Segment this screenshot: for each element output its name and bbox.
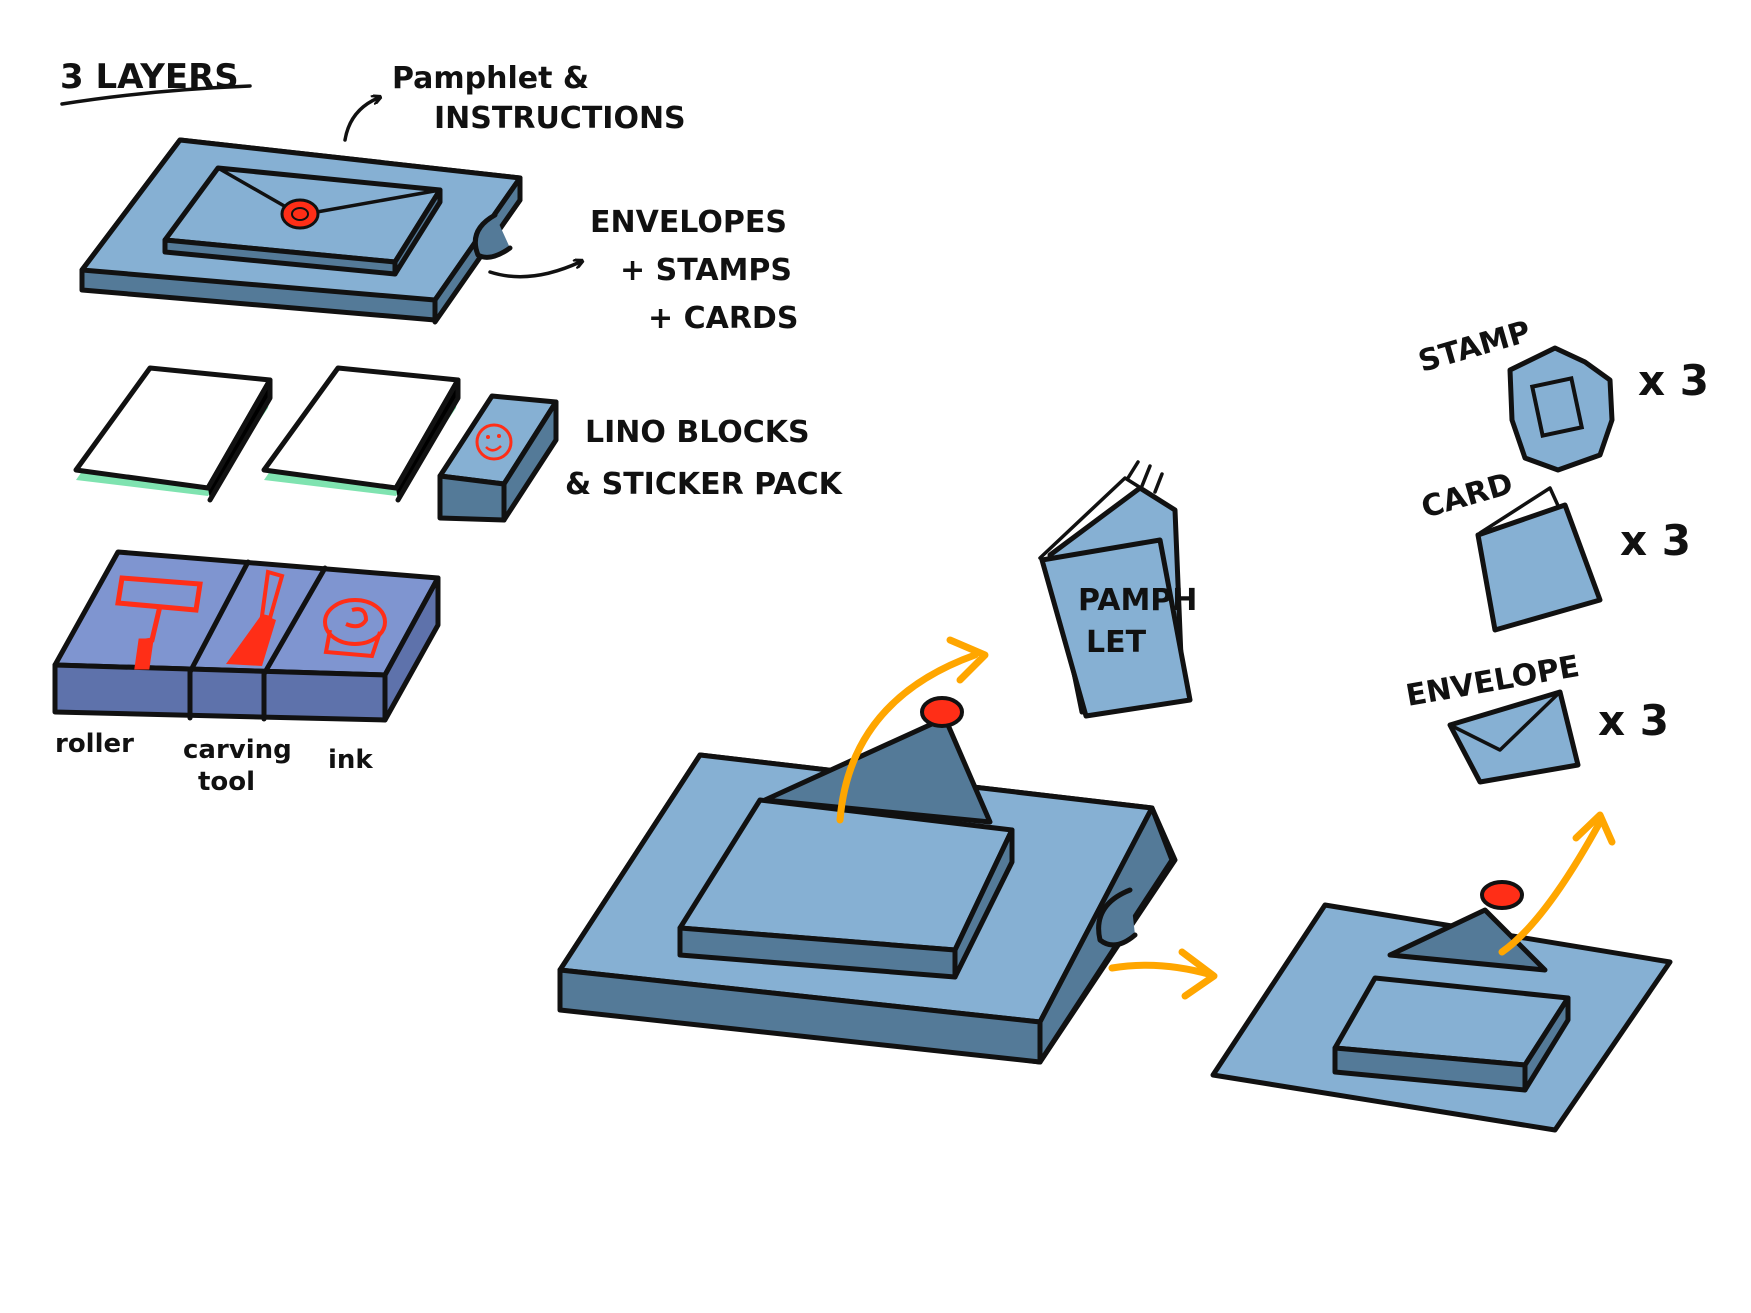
label-pamphlet-instructions-1: Pamphlet & bbox=[392, 61, 589, 96]
heading-text: 3 LAYERS bbox=[60, 57, 239, 97]
transition-arrow-icon bbox=[1108, 961, 1216, 979]
pamphlet: PAMPH LET bbox=[1038, 460, 1197, 719]
carving-tool-icon bbox=[226, 569, 285, 666]
smiley-icon bbox=[475, 423, 513, 461]
qty-envelope: x 3 bbox=[1598, 696, 1669, 745]
label-pamphlet-instructions-2: INSTRUCTIONS bbox=[434, 101, 686, 136]
label-envelopes-3: + CARDS bbox=[648, 301, 798, 336]
lift-arrow-icon bbox=[836, 651, 979, 824]
card-item bbox=[1475, 486, 1603, 633]
heading-underline bbox=[60, 84, 252, 106]
label-card: CARD bbox=[1418, 466, 1517, 525]
stamp-icon bbox=[1507, 345, 1615, 473]
arrow-icon bbox=[343, 98, 378, 142]
heading: 3 LAYERS bbox=[60, 57, 252, 106]
tools-layer bbox=[52, 549, 441, 723]
lino-block-1 bbox=[73, 365, 273, 503]
card-icon bbox=[1475, 502, 1603, 633]
lino-blocks bbox=[73, 365, 559, 523]
label-envelopes-1: ENVELOPES bbox=[590, 205, 787, 240]
wax-seal-icon bbox=[280, 198, 320, 230]
label-carving-1: carving bbox=[183, 735, 292, 765]
stamp-item bbox=[1507, 345, 1615, 473]
small-tray bbox=[1210, 811, 1673, 1133]
qty-stamp: x 3 bbox=[1638, 356, 1709, 405]
roller-icon bbox=[115, 575, 203, 670]
ink-icon bbox=[323, 598, 387, 659]
label-carving-2: tool bbox=[198, 767, 255, 797]
label-roller: roller bbox=[55, 729, 134, 759]
label-lino-1: LINO BLOCKS bbox=[585, 415, 810, 450]
label-envelopes-2: + STAMPS bbox=[620, 253, 792, 288]
pamphlet-text-1: PAMPH bbox=[1078, 583, 1197, 618]
top-layer-tray bbox=[79, 137, 523, 325]
arrow-icon bbox=[488, 262, 580, 279]
label-ink: ink bbox=[328, 745, 373, 775]
big-box bbox=[557, 636, 1178, 1065]
qty-card: x 3 bbox=[1620, 516, 1691, 565]
label-lino-2: & STICKER PACK bbox=[565, 467, 844, 502]
envelope-item bbox=[1447, 689, 1581, 785]
pamphlet-text-2: LET bbox=[1086, 625, 1147, 660]
sticker-pack bbox=[437, 393, 559, 523]
lino-block-2 bbox=[261, 365, 461, 503]
lift-arrow-icon bbox=[1498, 818, 1604, 956]
